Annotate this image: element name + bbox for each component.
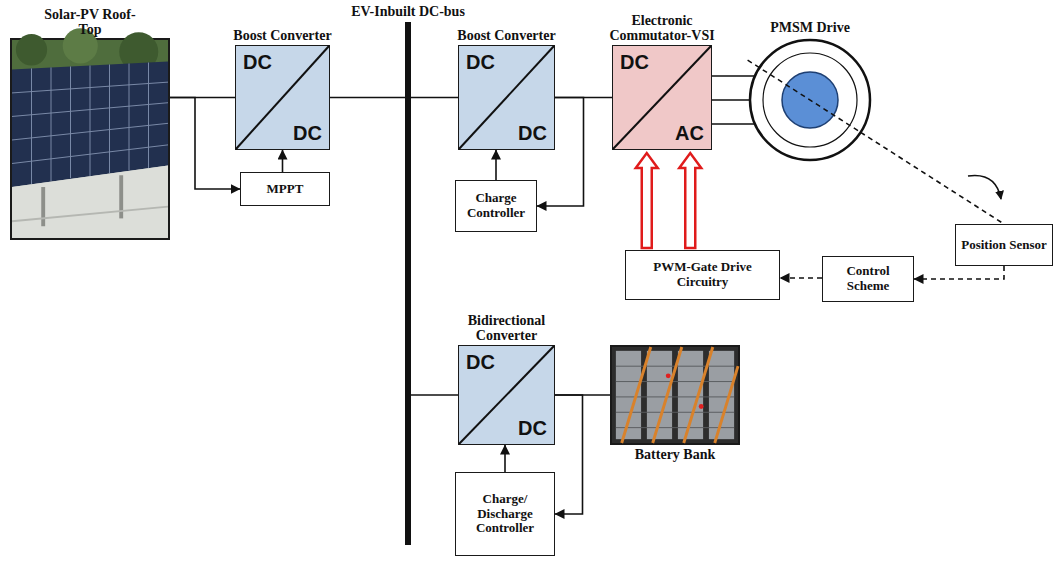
port-label: AC — [675, 123, 704, 143]
port-label: DC — [466, 52, 495, 72]
battery-image: Battery Bank — [610, 345, 740, 445]
port-label: DC — [620, 52, 649, 72]
port-label: DC — [466, 352, 495, 372]
controller-box: Charge/ Discharge Controller — [455, 472, 555, 556]
controller-box: Charge Controller — [455, 180, 537, 232]
power-wire — [495, 150, 497, 180]
block-heading: Bidirectional Converter — [447, 313, 567, 343]
power-wire — [330, 97, 405, 99]
solar-roof-photo — [12, 40, 168, 238]
box-label: Charge Controller — [461, 191, 531, 221]
dc-bus-bar: EV-Inbuilt DC-bus — [405, 22, 411, 545]
rotor-axis — [748, 60, 861, 132]
port-label: DC — [243, 52, 272, 72]
motor-symbol — [748, 38, 872, 162]
block-heading: Solar-PV Roof-Top — [40, 7, 140, 37]
converter-box: Bidirectional ConverterDCDC — [458, 345, 555, 445]
solar-panel-image: Solar-PV Roof-Top — [10, 38, 170, 240]
box-label: Position Sensor — [961, 238, 1047, 253]
shaft-axis-line — [861, 132, 1004, 224]
box-label: PWM-Gate Drive Circuitry — [631, 260, 774, 290]
converter-box: Boost ConverterDCDC — [235, 45, 330, 150]
rotation-arrow — [968, 175, 1001, 199]
three-phase-wires — [712, 76, 755, 124]
converter-box: Boost ConverterDCDC — [458, 45, 555, 150]
power-wire — [411, 97, 458, 99]
inverter-box: Electronic Commutator-VSIDCAC — [612, 45, 712, 150]
sensor-box: Position Sensor — [955, 224, 1053, 266]
block-heading: Battery Bank — [635, 447, 716, 462]
power-wire — [504, 445, 506, 472]
block-heading: Boost Converter — [233, 28, 331, 43]
port-label: DC — [293, 123, 322, 143]
signal-line — [780, 277, 822, 279]
motor-circle: PMSM Drive — [748, 38, 872, 162]
box-label: Control Scheme — [828, 264, 908, 294]
control-box: Control Scheme — [822, 256, 914, 302]
gate-signal-arrow — [636, 153, 702, 248]
block-heading: PMSM Drive — [770, 20, 850, 35]
block-heading: Electronic Commutator-VSI — [597, 13, 727, 43]
port-label: DC — [518, 418, 547, 438]
box-label: Charge/ Discharge Controller — [461, 492, 549, 537]
port-label: DC — [518, 123, 547, 143]
battery-photo — [612, 347, 738, 443]
box-label: MPPT — [246, 182, 324, 197]
power-wire — [170, 98, 240, 190]
block-heading: Boost Converter — [457, 28, 555, 43]
gate-drive-box: PWM-Gate Drive Circuitry — [625, 250, 780, 300]
block-heading: EV-Inbuilt DC-bus — [351, 4, 465, 19]
power-wire — [411, 394, 458, 396]
signal-line — [914, 266, 1004, 279]
power-wire — [555, 395, 583, 514]
controller-box: MPPT — [240, 172, 330, 206]
power-wire — [282, 150, 284, 172]
